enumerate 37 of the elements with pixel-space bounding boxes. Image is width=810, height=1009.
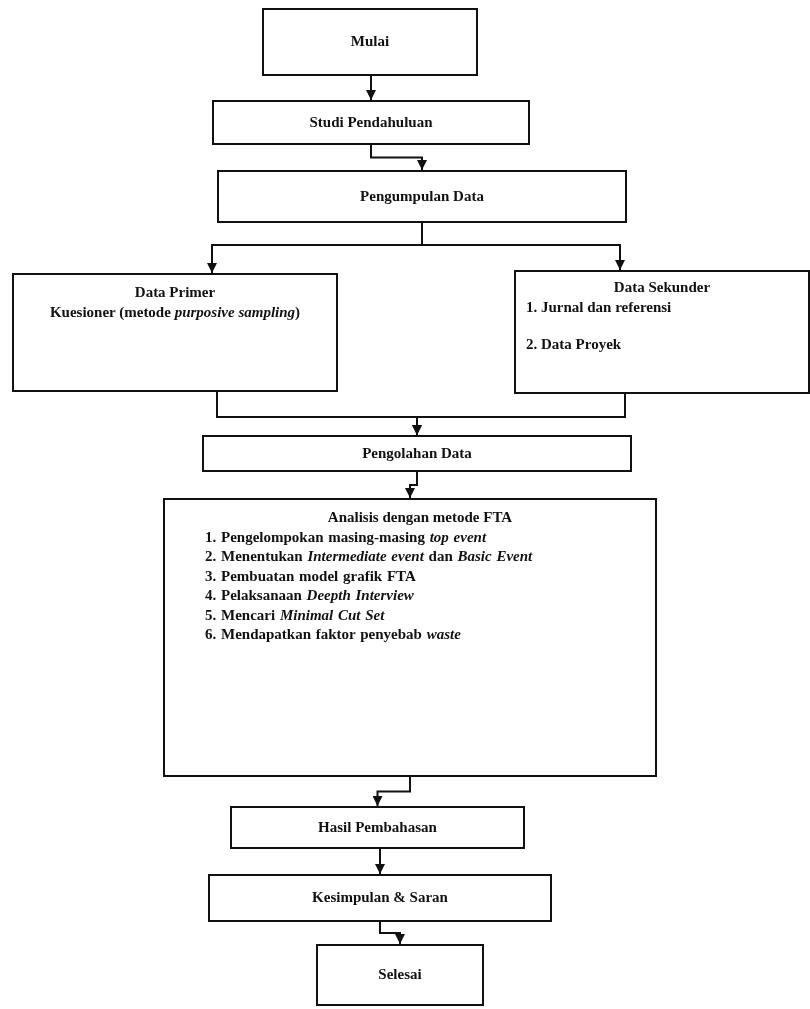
arrow xyxy=(412,393,626,436)
arrow xyxy=(405,471,418,499)
process-box xyxy=(208,874,552,922)
step-text: 2. Data Proyek xyxy=(526,335,622,354)
step-text: 4. Pelaksanaan Deepth Interview xyxy=(205,586,415,605)
step-text: 2. Menentukan Intermediate event dan Basic Event xyxy=(205,547,534,566)
process-box xyxy=(202,435,632,472)
step-text: 5. Mencari Minimal Cut Set xyxy=(205,605,386,625)
process-box xyxy=(316,944,484,1006)
step-text: 3. Pembuatan model grafik FTA xyxy=(205,566,417,586)
step-title: Analisis dengan metode FTA xyxy=(326,508,514,527)
process-box xyxy=(230,806,525,849)
arrow xyxy=(375,848,385,875)
step-title: Hasil Pembahasan xyxy=(318,817,437,837)
process-box xyxy=(212,100,530,145)
arrow xyxy=(370,144,427,171)
step-title: Kesimpulan & Saran xyxy=(312,888,448,908)
step-text: 1. Pengelompokan masing-masing top event xyxy=(205,527,488,547)
process-box xyxy=(262,8,478,76)
step-title: Data Primer xyxy=(134,283,216,302)
step-title: Selesai xyxy=(378,965,422,985)
step-title: Pengumpulan Data xyxy=(360,186,484,206)
process-box xyxy=(12,273,338,392)
arrow xyxy=(421,222,625,271)
step-title: Data Sekunder xyxy=(613,278,711,297)
step-text: 1. Jurnal dan referensi xyxy=(526,297,672,317)
step-text: 6. Mendapatkan faktor penyebab waste xyxy=(205,625,462,644)
arrow xyxy=(372,776,411,807)
step-text: Kuesioner (metode purposive sampling) xyxy=(49,302,301,322)
step-title: Studi Pendahuluan xyxy=(309,112,433,132)
arrow xyxy=(379,921,405,945)
process-box xyxy=(514,270,810,394)
step-title: Mulai xyxy=(350,32,390,52)
process-box xyxy=(163,498,657,777)
step-title: Pengolahan Data xyxy=(362,443,472,463)
process-box xyxy=(217,170,627,223)
arrow xyxy=(366,75,376,101)
